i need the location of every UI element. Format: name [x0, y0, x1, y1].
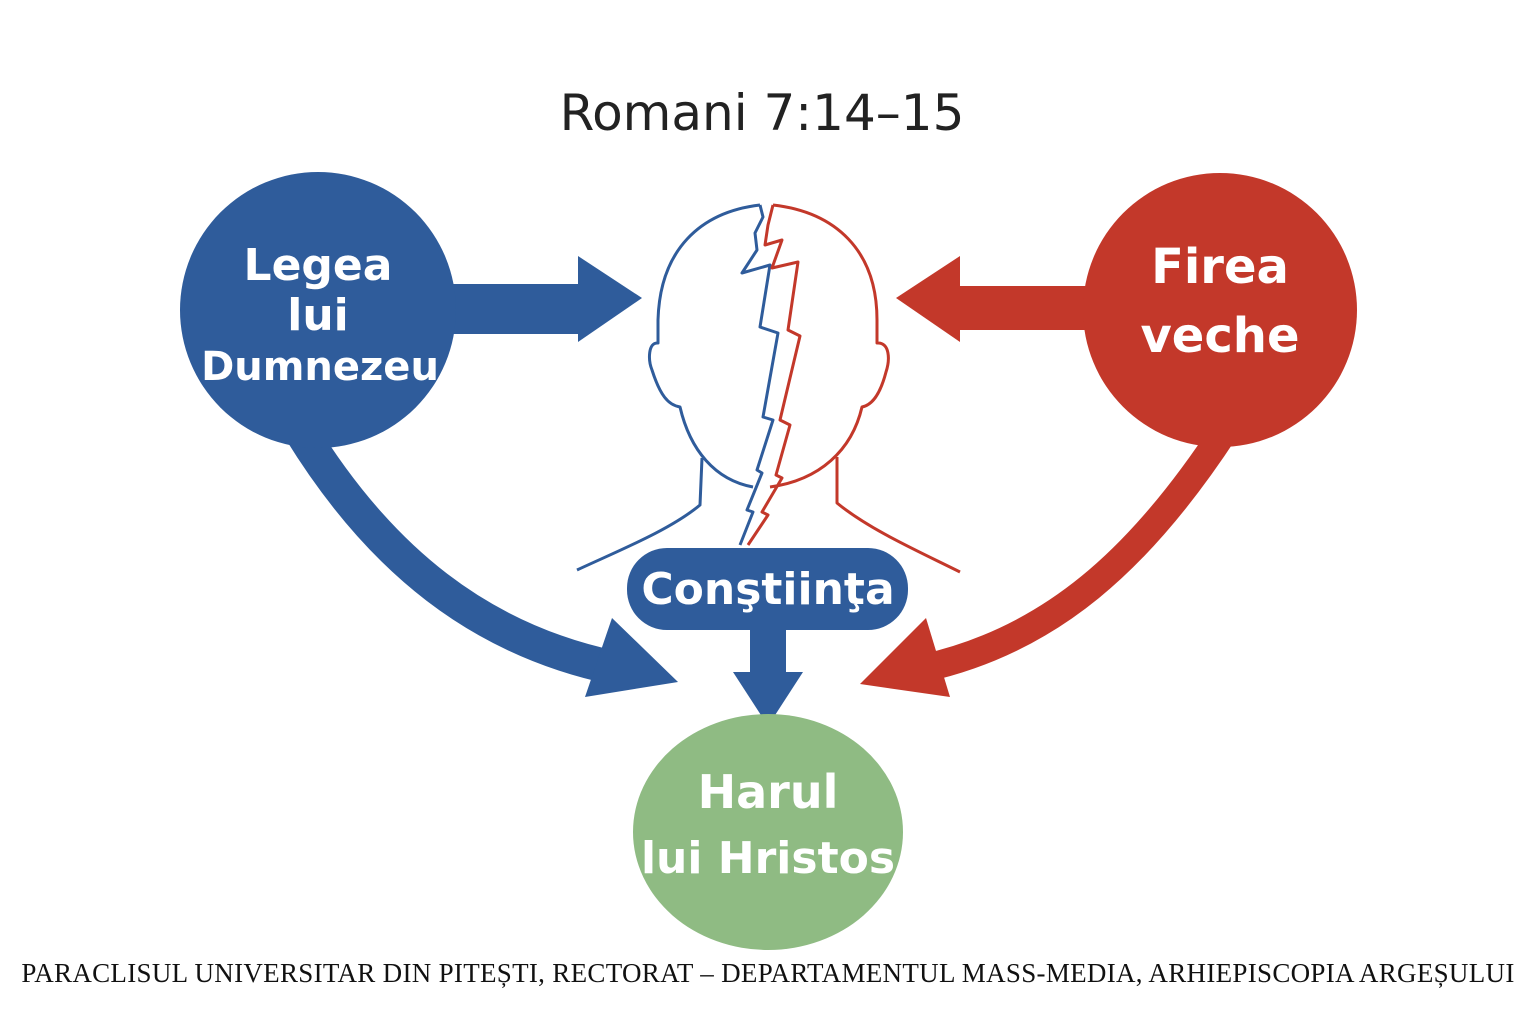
grace-label-line2: lui Hristos — [641, 833, 895, 884]
old-nature-label-line1: Firea — [1151, 239, 1289, 295]
law-to-grace-arrowhead — [585, 618, 678, 697]
nature-to-grace-arrow — [921, 422, 1237, 682]
nature-to-grace-arrowhead — [860, 618, 950, 697]
law-label-line1: Legea — [244, 240, 393, 291]
old-nature-node — [1083, 173, 1357, 447]
law-label-line2: lui — [287, 290, 349, 341]
nature-to-head-arrowhead — [896, 256, 960, 342]
nature-to-head-arrow — [955, 286, 1095, 330]
law-node — [180, 172, 456, 448]
grace-node — [633, 714, 903, 950]
conscience-node — [627, 548, 908, 630]
law-label-line3: Dumnezeu — [201, 344, 439, 390]
law-to-grace-arrow — [285, 421, 619, 685]
law-to-head-arrowhead — [578, 256, 642, 342]
grace-label-line1: Harul — [698, 765, 839, 819]
old-nature-label-line2: veche — [1140, 308, 1299, 364]
conscience-label: Conştiinţa — [641, 564, 894, 615]
diagram-title: Romani 7:14–15 — [560, 84, 965, 142]
footer-credit: PARACLISUL UNIVERSITAR DIN PITEȘTI, RECT… — [21, 958, 1515, 988]
divided-head-icon — [576, 203, 961, 574]
law-to-head-arrow — [440, 284, 585, 334]
conscience-to-grace-arrowhead — [733, 672, 803, 726]
conscience-to-grace-arrow — [750, 625, 786, 677]
